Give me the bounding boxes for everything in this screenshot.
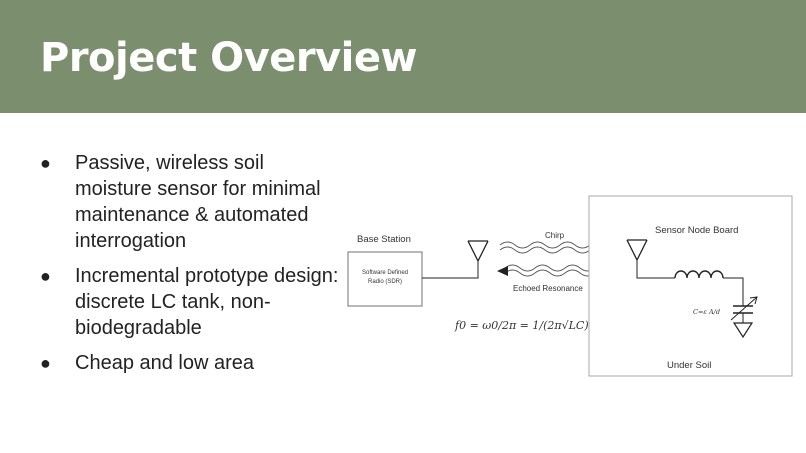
sensor-board-box bbox=[588, 195, 793, 377]
base-station-label: Base Station bbox=[357, 234, 411, 245]
echo-arrow-icon bbox=[497, 266, 508, 276]
slide-title: Project Overview bbox=[40, 35, 417, 81]
bullet-dot-icon: ● bbox=[40, 353, 51, 373]
bullet-text: Passive, wireless soil moisture sensor f… bbox=[75, 152, 321, 252]
sdr-label-line1: Software Defined bbox=[362, 270, 408, 276]
resonance-formula: f0 = ω0/2π = 1/(2π√LC) bbox=[454, 319, 589, 332]
system-diagram-svg: Base Station Software Defined Radio (SDR… bbox=[347, 195, 793, 377]
ground-icon bbox=[732, 322, 754, 339]
bullet-text: Cheap and low area bbox=[75, 352, 255, 374]
bullet-list: ● Passive, wireless soil moisture sensor… bbox=[40, 150, 340, 385]
system-diagram: Base Station Software Defined Radio (SDR… bbox=[345, 192, 795, 382]
bullet-dot-icon: ● bbox=[40, 266, 51, 286]
header-bar: Project Overview bbox=[0, 0, 806, 113]
inductor-lead bbox=[723, 277, 744, 306]
sensor-antenna-icon bbox=[626, 239, 648, 261]
bullet-item: ● Incremental prototype design: discrete… bbox=[40, 263, 340, 341]
inductor-icon bbox=[674, 270, 724, 279]
under-soil-label: Under Soil bbox=[667, 360, 711, 371]
sensor-board-label: Sensor Node Board bbox=[655, 225, 738, 236]
base-antenna-feed bbox=[422, 261, 479, 279]
echo-label: Echoed Resonance bbox=[513, 284, 583, 293]
chirp-label: Chirp bbox=[545, 231, 565, 240]
sensor-antenna-feed bbox=[636, 260, 675, 279]
bullet-text: Incremental prototype design: discrete L… bbox=[75, 265, 339, 339]
bullet-item: ● Passive, wireless soil moisture sensor… bbox=[40, 150, 340, 254]
capacitor-formula: C=ε A/d bbox=[693, 308, 720, 316]
sdr-label-line2: Radio (SDR) bbox=[368, 279, 402, 285]
sdr-box bbox=[347, 251, 423, 307]
bullet-dot-icon: ● bbox=[40, 153, 51, 173]
base-antenna-icon bbox=[467, 240, 489, 262]
bullet-item: ● Cheap and low area bbox=[40, 350, 340, 376]
